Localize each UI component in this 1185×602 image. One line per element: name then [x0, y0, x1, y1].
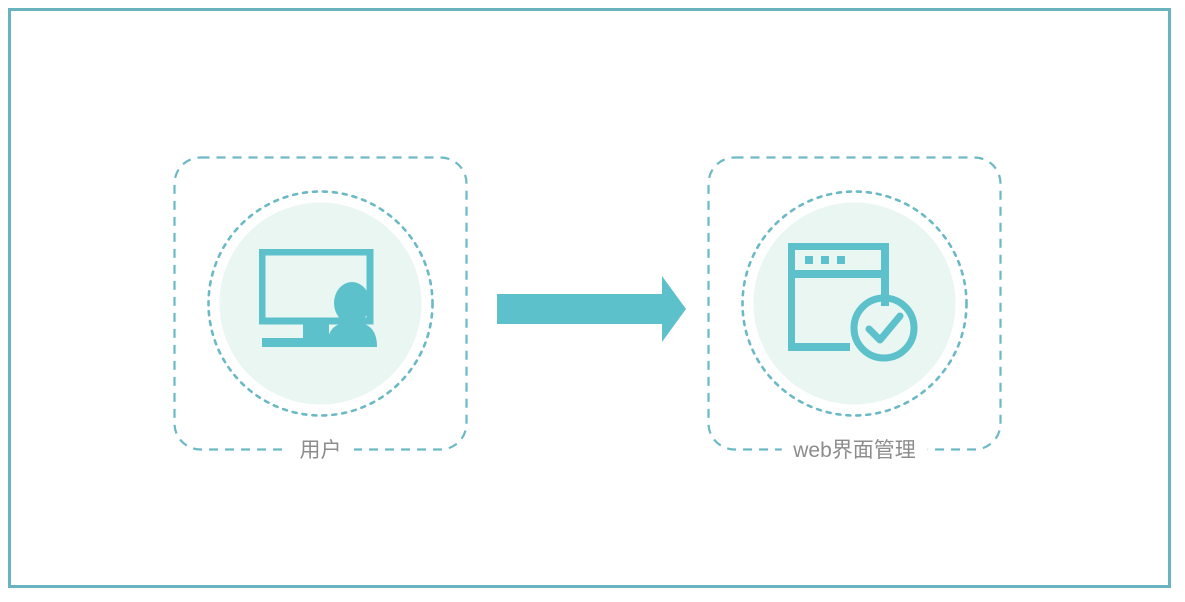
node-user[interactable]: 用户: [173, 156, 468, 465]
node-web-dotted-circle: [740, 189, 969, 418]
connector-user-to-web-arrow: [497, 273, 687, 345]
node-user-label: 用户: [287, 437, 354, 465]
node-web-label: web界面管理: [781, 437, 928, 465]
browser-window-check-icon: [787, 242, 922, 365]
user-monitor-icon: [258, 248, 383, 359]
node-web[interactable]: web界面管理: [707, 156, 1002, 465]
canvas-frame: 用户: [8, 8, 1171, 588]
node-user-dashed-box: [173, 156, 468, 451]
node-web-dashed-box: [707, 156, 1002, 451]
